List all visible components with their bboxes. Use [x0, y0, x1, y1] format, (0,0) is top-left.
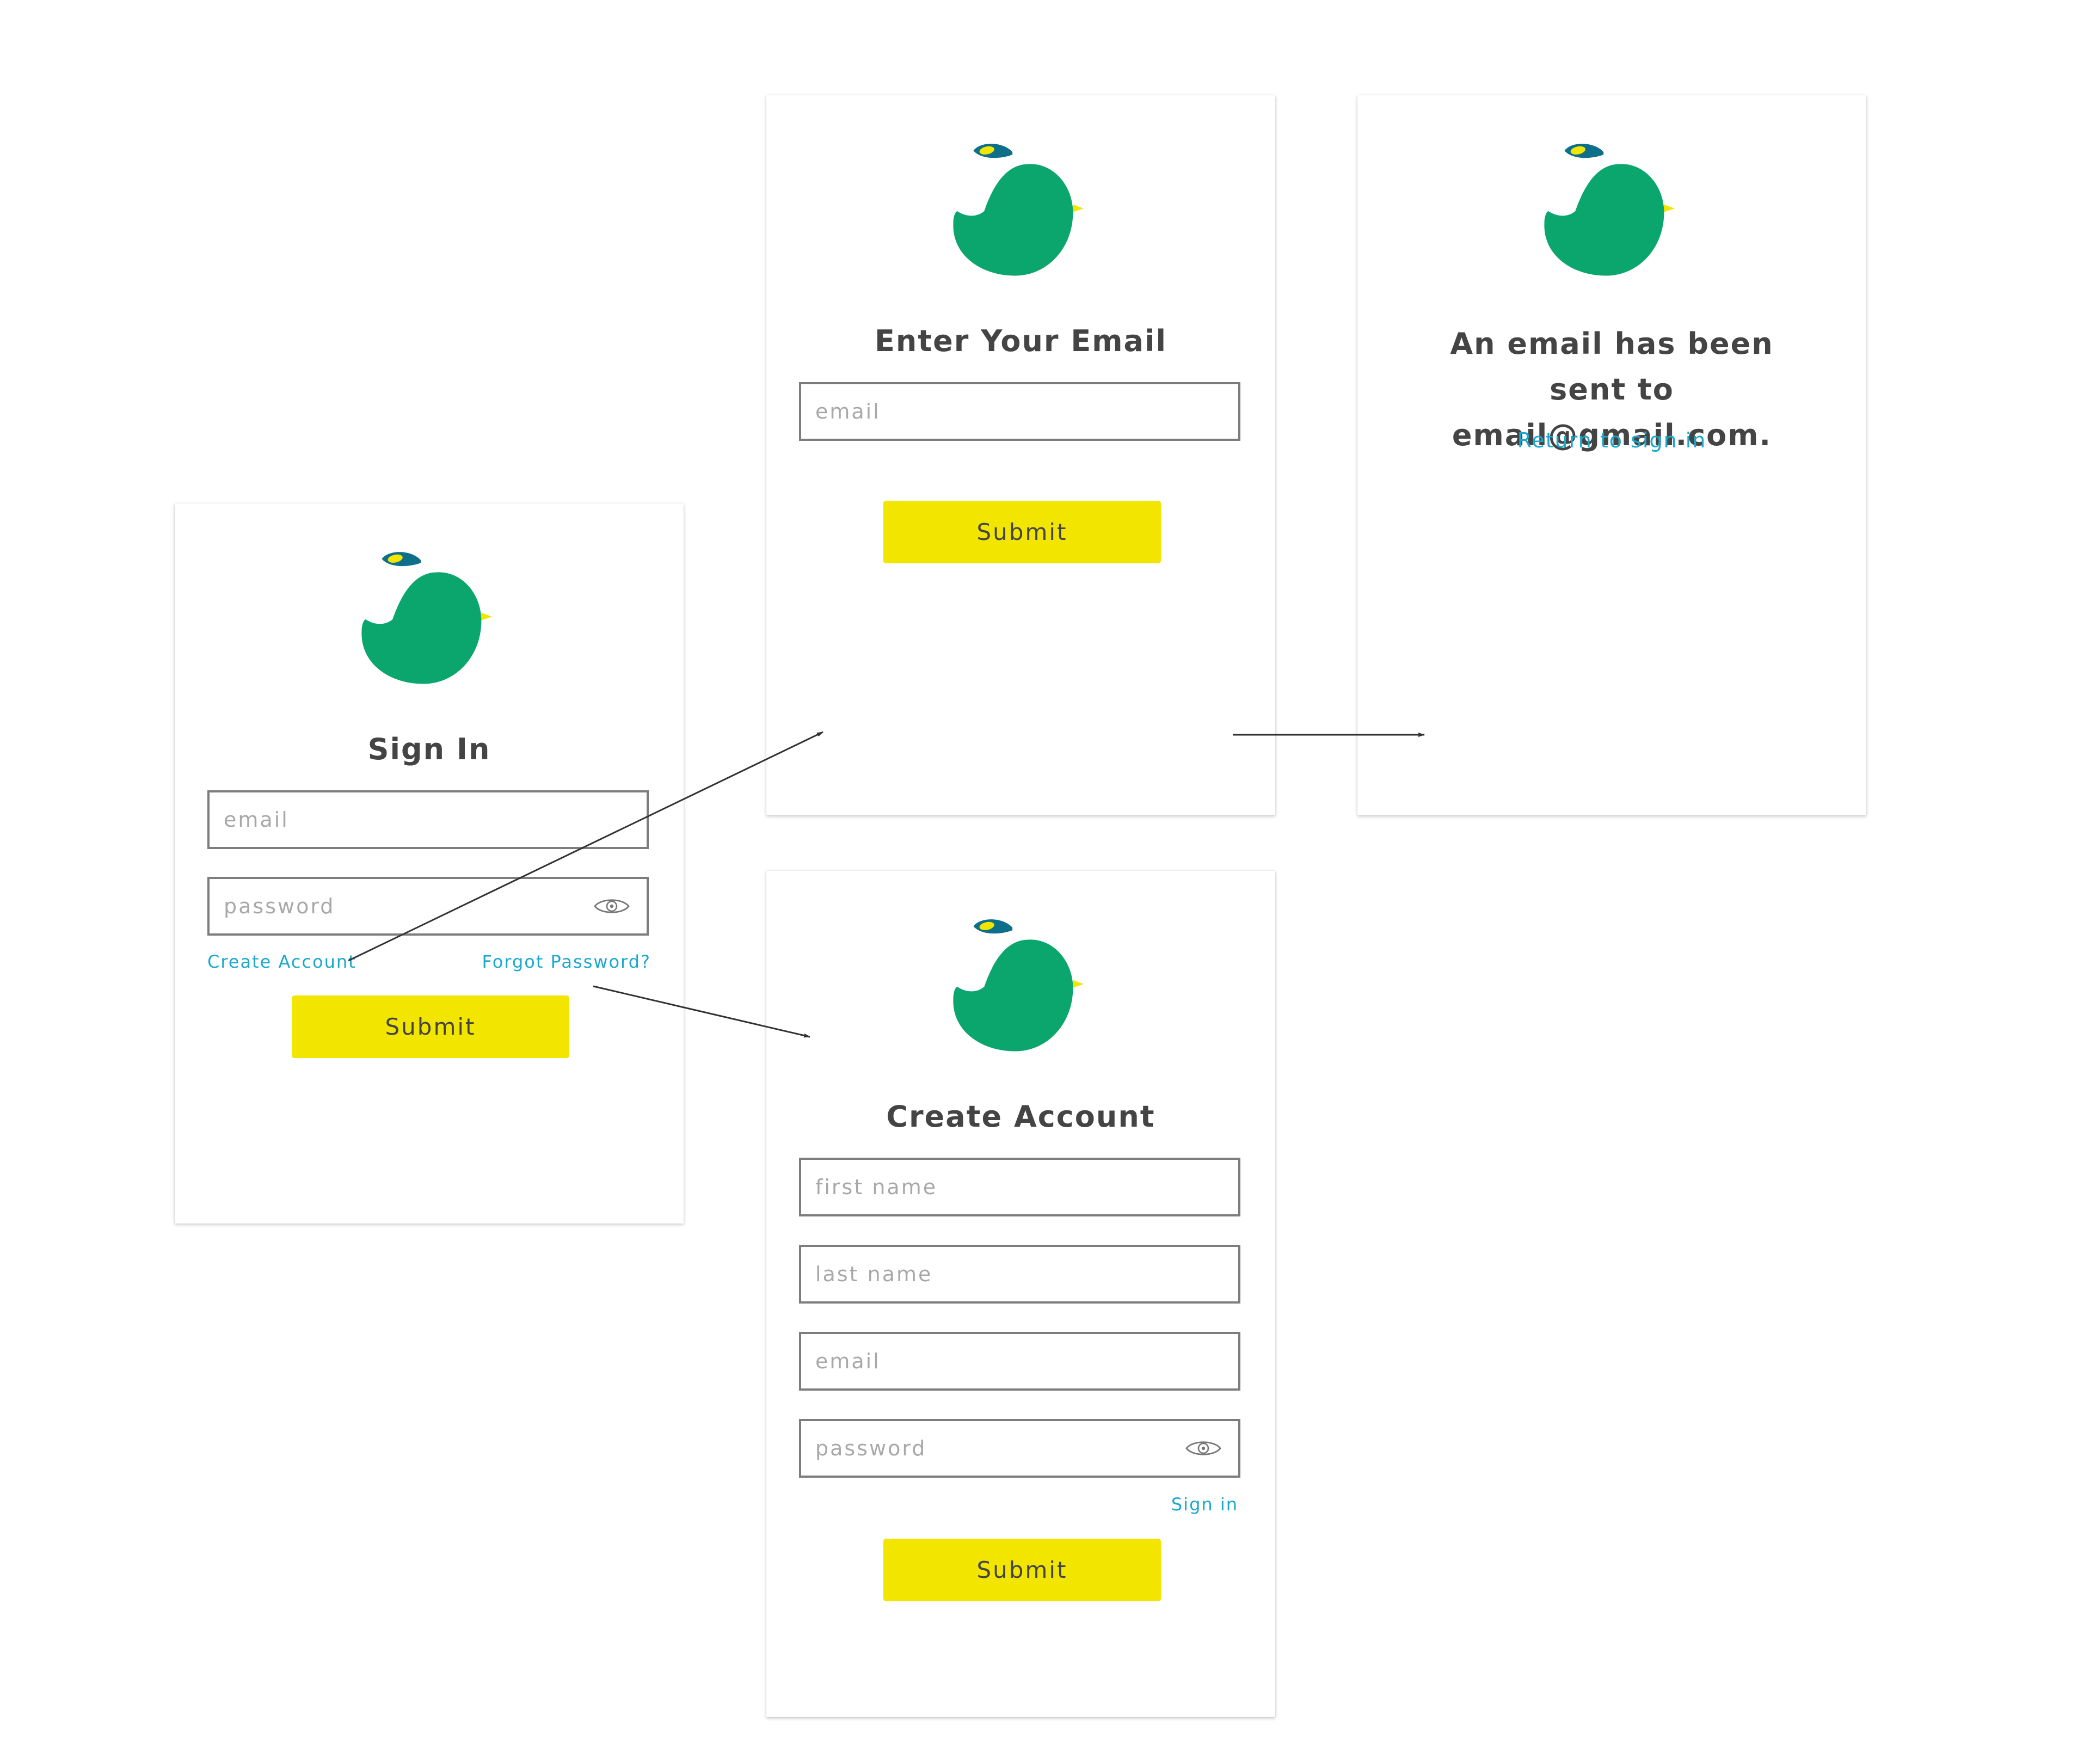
forgot-password-card: Enter Your Email Submit: [766, 95, 1275, 815]
create-account-card: Create Account Sign in Submit: [766, 871, 1275, 1717]
forgot-password-link[interactable]: Forgot Password?: [482, 951, 651, 972]
create-password-input[interactable]: [801, 1421, 1238, 1476]
signin-email-input[interactable]: [210, 792, 647, 847]
signin-submit-button[interactable]: Submit: [292, 995, 569, 1058]
first-name-field[interactable]: [799, 1158, 1240, 1216]
signin-password-input[interactable]: [210, 879, 647, 933]
bird-logo-icon: [952, 143, 1086, 277]
first-name-input[interactable]: [801, 1160, 1238, 1214]
bird-logo-icon: [1543, 143, 1677, 277]
last-name-input[interactable]: [801, 1247, 1238, 1301]
email-sent-message: An email has been sent to email@gmail.co…: [1450, 327, 1774, 452]
sign-in-link[interactable]: Sign in: [1171, 1494, 1238, 1515]
forgot-email-field[interactable]: [799, 382, 1240, 441]
signin-title: Sign In: [367, 732, 491, 766]
create-email-field[interactable]: [799, 1332, 1240, 1391]
email-sent-card: An email has been sent to email@gmail.co…: [1357, 95, 1866, 815]
forgot-submit-button[interactable]: Submit: [883, 501, 1161, 563]
bird-logo-icon: [360, 551, 495, 685]
create-account-link[interactable]: Create Account: [207, 951, 356, 972]
create-account-title: Create Account: [886, 1099, 1155, 1134]
signin-card: Sign In Create Account Forgot Password? …: [175, 503, 684, 1224]
create-password-field[interactable]: [799, 1419, 1240, 1478]
create-submit-button[interactable]: Submit: [883, 1539, 1161, 1601]
eye-icon[interactable]: [1185, 1437, 1222, 1459]
last-name-field[interactable]: [799, 1245, 1240, 1304]
create-email-input[interactable]: [801, 1334, 1238, 1388]
bird-logo-icon: [952, 918, 1086, 1053]
signin-password-field[interactable]: [207, 877, 649, 936]
return-to-signin-link[interactable]: Return to sign in: [1517, 428, 1707, 452]
signin-email-field[interactable]: [207, 790, 649, 849]
eye-icon[interactable]: [593, 895, 630, 917]
forgot-email-input[interactable]: [801, 384, 1238, 439]
forgot-title: Enter Your Email: [875, 324, 1167, 358]
